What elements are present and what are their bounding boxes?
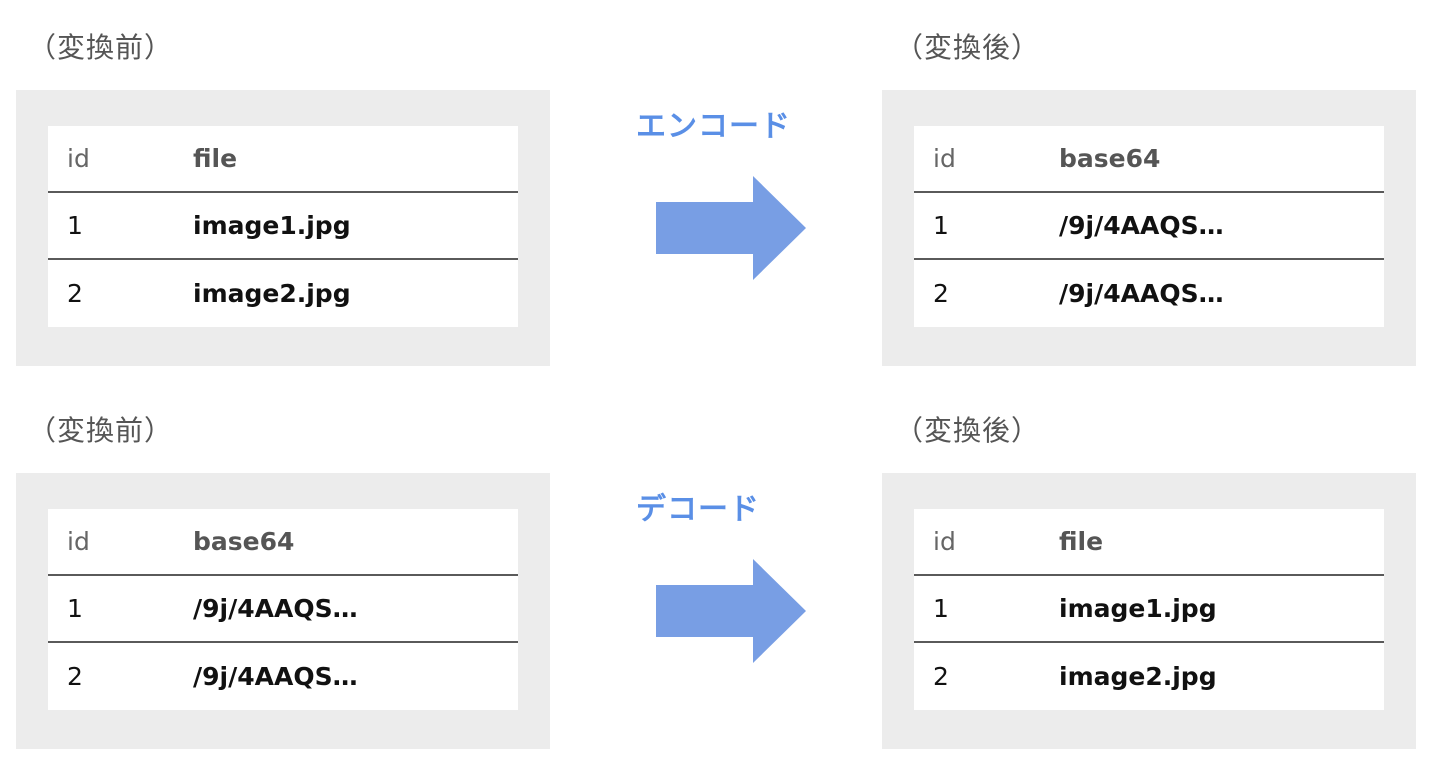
cell-id: 1 xyxy=(933,594,949,623)
encode-label: エンコード xyxy=(636,109,791,144)
decode-after-panel: id file 1 image1.jpg 2 image2.jpg xyxy=(882,473,1416,749)
encode-after-table: id base64 1 /9j/4AAQS… 2 /9j/4AAQS… xyxy=(914,126,1384,327)
decode-before-caption: （変換前） xyxy=(28,414,174,447)
column-header-file: file xyxy=(1059,527,1104,556)
cell-id: 1 xyxy=(67,594,83,623)
encode-before-table: id file 1 image1.jpg 2 image2.jpg xyxy=(48,126,518,327)
table-row: 2 /9j/4AAQS… xyxy=(914,260,1384,327)
cell-id: 2 xyxy=(933,662,949,691)
encode-after-panel: id base64 1 /9j/4AAQS… 2 /9j/4AAQS… xyxy=(882,90,1416,366)
right-arrow-icon xyxy=(656,176,806,280)
column-header-base64: base64 xyxy=(1059,144,1161,173)
table-row: 2 /9j/4AAQS… xyxy=(48,643,518,710)
decode-after-table: id file 1 image1.jpg 2 image2.jpg xyxy=(914,509,1384,710)
column-header-base64: base64 xyxy=(193,527,295,556)
column-header-id: id xyxy=(933,527,956,556)
table-header-row: id file xyxy=(48,126,518,193)
table-row: 1 /9j/4AAQS… xyxy=(48,576,518,643)
column-header-file: file xyxy=(193,144,238,173)
cell-file: image2.jpg xyxy=(193,279,351,308)
table-header-row: id base64 xyxy=(914,126,1384,193)
column-header-id: id xyxy=(67,527,90,556)
column-header-id: id xyxy=(933,144,956,173)
table-row: 2 image2.jpg xyxy=(914,643,1384,710)
cell-id: 2 xyxy=(67,662,83,691)
decode-label: デコード xyxy=(636,492,760,527)
cell-base64: /9j/4AAQS… xyxy=(1059,279,1224,308)
table-header-row: id file xyxy=(914,509,1384,576)
cell-id: 2 xyxy=(67,279,83,308)
cell-base64: /9j/4AAQS… xyxy=(193,662,358,691)
table-row: 1 image1.jpg xyxy=(914,576,1384,643)
cell-file: image1.jpg xyxy=(193,211,351,240)
encode-after-caption: （変換後） xyxy=(895,31,1041,64)
cell-file: image2.jpg xyxy=(1059,662,1217,691)
encode-before-panel: id file 1 image1.jpg 2 image2.jpg xyxy=(16,90,550,366)
cell-base64: /9j/4AAQS… xyxy=(193,594,358,623)
cell-id: 2 xyxy=(933,279,949,308)
cell-base64: /9j/4AAQS… xyxy=(1059,211,1224,240)
decode-after-caption: （変換後） xyxy=(895,414,1041,447)
decode-before-panel: id base64 1 /9j/4AAQS… 2 /9j/4AAQS… xyxy=(16,473,550,749)
decode-before-table: id base64 1 /9j/4AAQS… 2 /9j/4AAQS… xyxy=(48,509,518,710)
encode-before-caption: （変換前） xyxy=(28,31,174,64)
table-row: 1 /9j/4AAQS… xyxy=(914,193,1384,260)
table-header-row: id base64 xyxy=(48,509,518,576)
cell-file: image1.jpg xyxy=(1059,594,1217,623)
cell-id: 1 xyxy=(67,211,83,240)
column-header-id: id xyxy=(67,144,90,173)
cell-id: 1 xyxy=(933,211,949,240)
right-arrow-icon xyxy=(656,559,806,663)
table-row: 2 image2.jpg xyxy=(48,260,518,327)
table-row: 1 image1.jpg xyxy=(48,193,518,260)
